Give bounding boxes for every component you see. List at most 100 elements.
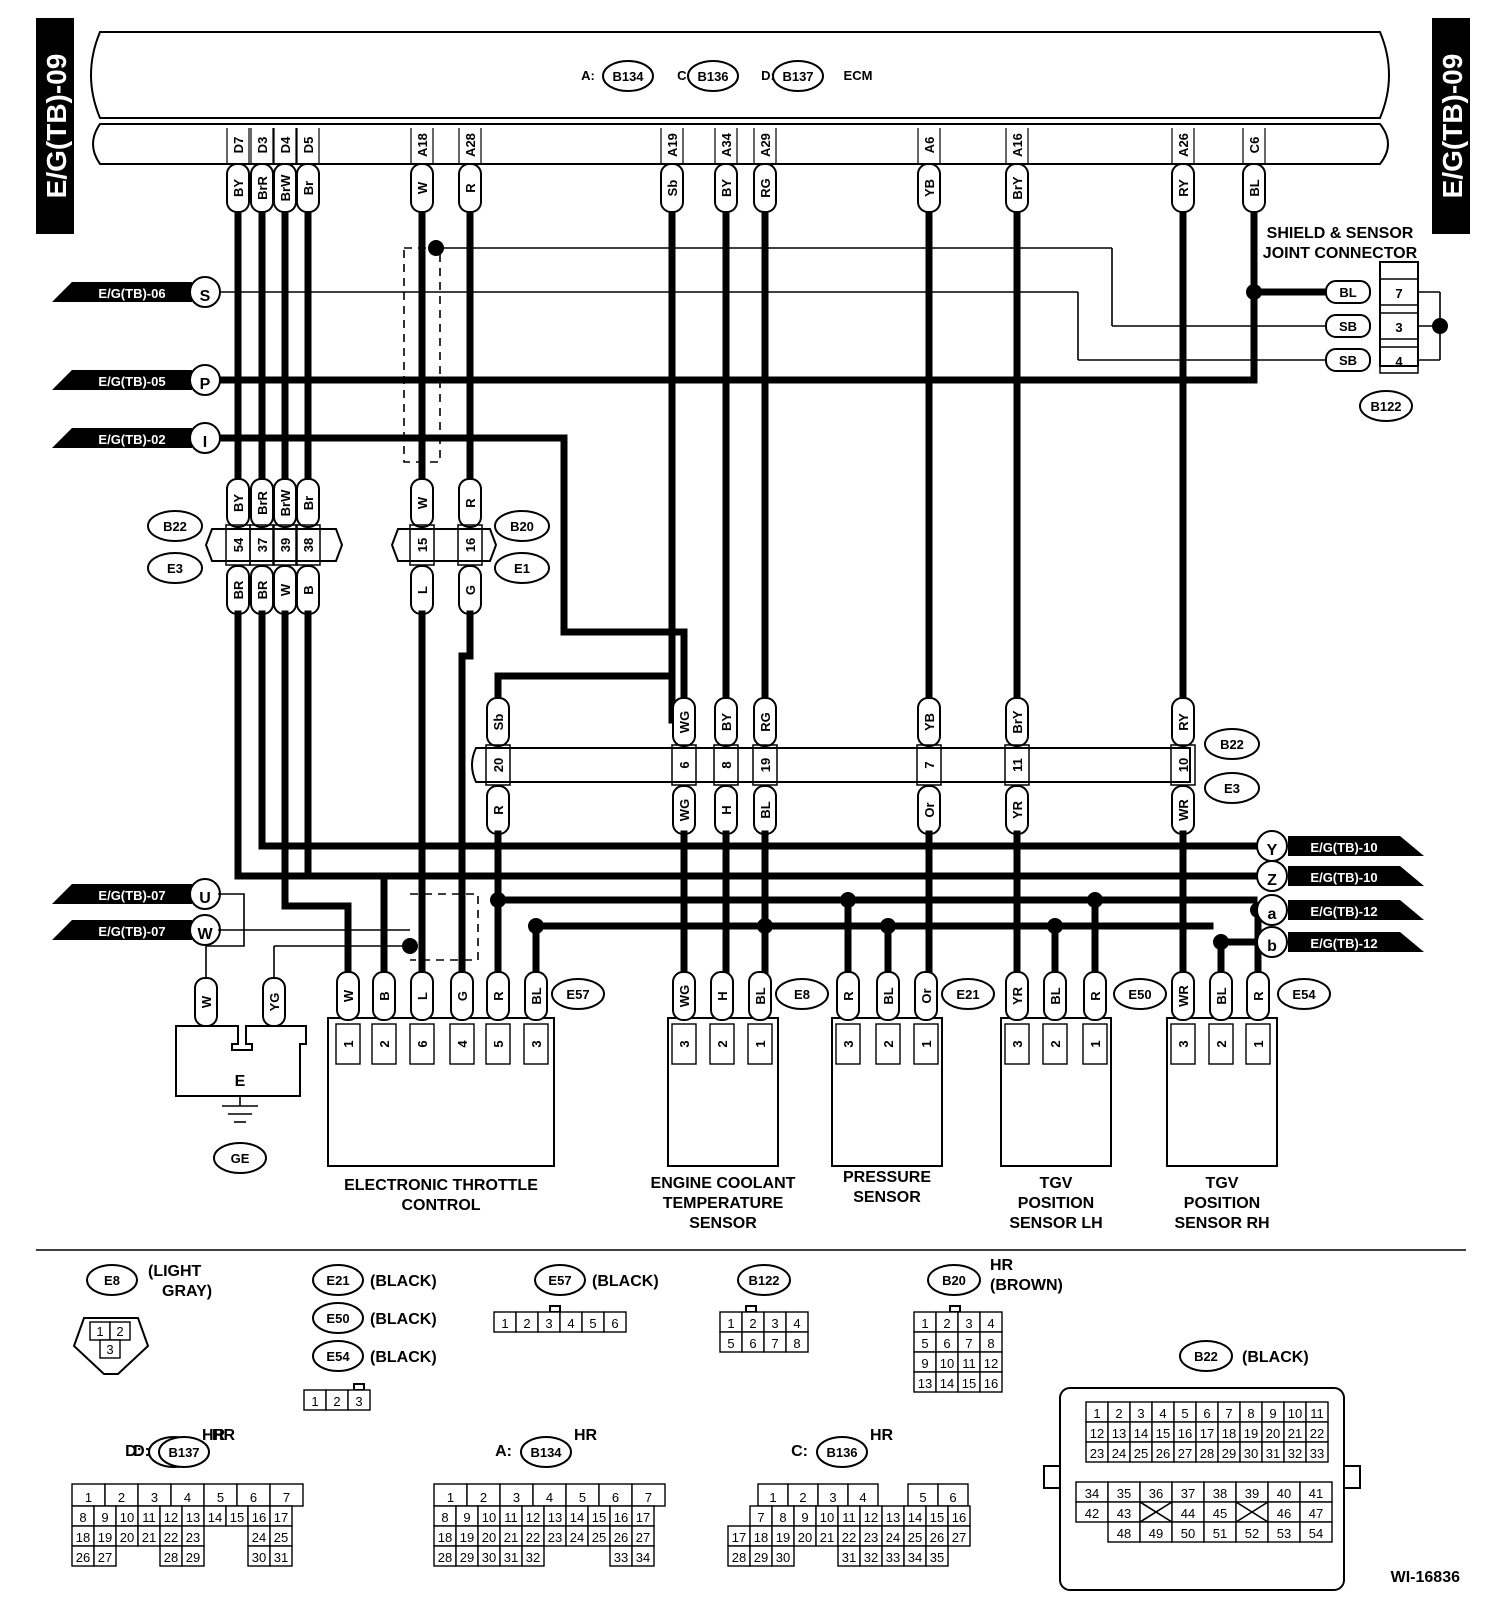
b20-pin-number: 1 <box>921 1316 928 1331</box>
b22-pin-number: 16 <box>1178 1426 1192 1441</box>
ref-symbol <box>1256 926 1288 958</box>
wire-color-tag <box>748 971 772 1021</box>
component-name: ENGINE COOLANT <box>651 1175 796 1192</box>
legend-prefix: D: <box>125 1443 142 1460</box>
b22-pin-number: 51 <box>1213 1526 1227 1541</box>
e54-pin <box>347 1389 371 1411</box>
wire-color-label: BL <box>1214 987 1229 1004</box>
b136-pin-number: 8 <box>779 1510 786 1525</box>
wire-color-label: R <box>491 991 506 1001</box>
b136-pin-number: 9 <box>801 1510 808 1525</box>
pin-cell <box>913 1023 939 1065</box>
wire-color-label: W <box>199 995 214 1008</box>
wire-color-tag <box>1209 971 1233 1021</box>
b137-pin <box>181 1545 205 1567</box>
b137-pin-number: 15 <box>230 1510 244 1525</box>
b136-pin-number: 21 <box>820 1530 834 1545</box>
component-name: PRESSURE <box>843 1169 931 1186</box>
pin-number: 6 <box>415 1040 430 1047</box>
b136-pin-number: 30 <box>776 1550 790 1565</box>
junction-dot <box>880 918 896 934</box>
joint-connector <box>471 747 1191 783</box>
b22-pin-number: 22 <box>1310 1426 1324 1441</box>
b20-pin-number: 16 <box>984 1376 998 1391</box>
shield-dashed-outline <box>410 893 479 961</box>
ref-symbol <box>1256 894 1288 926</box>
b134-pin-number: 3 <box>513 1490 520 1505</box>
b137-pin <box>269 1545 293 1567</box>
b22-pin-number: 2 <box>1115 1406 1122 1421</box>
b20-pin <box>979 1371 1003 1393</box>
wire-color-label: R <box>463 183 478 193</box>
wire-color-label: R <box>1088 991 1103 1001</box>
offpage-arrow-right <box>1288 932 1424 952</box>
legend-desc: (BLACK) <box>370 1349 437 1366</box>
component-name: CONTROL <box>401 1197 480 1214</box>
b20-pin-number: 13 <box>918 1376 932 1391</box>
b137-pin-number: 29 <box>186 1550 200 1565</box>
pin-number: 1 <box>919 1040 934 1047</box>
b134-pin-number: 19 <box>460 1530 474 1545</box>
wire-color-tag <box>296 163 320 213</box>
wire-color-label: G <box>455 991 470 1001</box>
wire <box>281 902 352 998</box>
wire-color-label: W <box>341 989 356 1002</box>
key <box>745 1305 757 1313</box>
b134-pin-number: 5 <box>579 1490 586 1505</box>
b122-pin-number: 7 <box>771 1336 778 1351</box>
pin-cell <box>523 1023 549 1065</box>
b134-pin-number: 15 <box>592 1510 606 1525</box>
offpage-arrow-right <box>1288 900 1424 920</box>
b136-pin-number: 34 <box>908 1550 922 1565</box>
shield-conn-label: B122 <box>1370 399 1401 414</box>
wire-color-label: YB <box>922 713 937 731</box>
b22-pin-number: 34 <box>1085 1486 1099 1501</box>
ref-symbol-letter: Y <box>1267 842 1278 859</box>
pin-number: 3 <box>529 1040 544 1047</box>
ground-name-label: GE <box>231 1151 250 1166</box>
wire-color-tag <box>914 971 938 1021</box>
ecm-conn-c-label: B136 <box>697 69 728 84</box>
wire-color-label: BL <box>1247 179 1262 196</box>
pin-number: 1 <box>341 1040 356 1047</box>
b20-pin-number: 4 <box>987 1316 994 1331</box>
e3-label-mid <box>1204 772 1260 804</box>
wire-color-tag <box>876 971 900 1021</box>
wire-color-label: BrR <box>255 490 270 514</box>
b22-pin-number: 27 <box>1178 1446 1192 1461</box>
legend-b22-label: B22 <box>1194 1349 1218 1364</box>
b22-pin <box>1305 1441 1329 1463</box>
offpage-ref-label: E/G(TB)-05 <box>98 374 165 389</box>
pin-cell <box>449 1023 475 1065</box>
wire-color-tag <box>1171 971 1195 1021</box>
ref-symbol-letter: a <box>1268 906 1277 923</box>
pin-number: 3 <box>1010 1040 1025 1047</box>
b22-pin-number: 41 <box>1309 1486 1323 1501</box>
ground-name <box>213 1142 267 1174</box>
b122-pin <box>785 1331 809 1353</box>
key <box>353 1383 365 1391</box>
shield-wire-color: SB <box>1339 319 1357 334</box>
b134-pin-number: 31 <box>504 1550 518 1565</box>
b136-pin-number: 16 <box>952 1510 966 1525</box>
junction-dot <box>428 240 444 256</box>
b22-pin-number: 36 <box>1149 1486 1163 1501</box>
wire-color-label: L <box>415 586 430 594</box>
e3-label-left <box>147 552 203 584</box>
b134-pin-number: 10 <box>482 1510 496 1525</box>
b137-pin-number: 30 <box>252 1550 266 1565</box>
component-conn-1-label: E8 <box>794 987 810 1002</box>
offpage-ref-label: E/G(TB)-07 <box>98 924 165 939</box>
b134-pin-number: 14 <box>570 1510 584 1525</box>
pin-cell <box>335 1023 361 1065</box>
e57-pin-number: 1 <box>501 1316 508 1331</box>
ref-symbol-letter: W <box>197 926 213 943</box>
ecm-conn-d-label: B137 <box>782 69 813 84</box>
offpage-ref-label: E/G(TB)-12 <box>1310 936 1377 951</box>
legend-e50 <box>312 1302 364 1334</box>
wire-color-label: R <box>841 991 856 1001</box>
b136-pin <box>771 1545 795 1567</box>
pin-number: 4 <box>455 1040 470 1048</box>
e8-pin <box>99 1339 121 1359</box>
wire-color-tag <box>458 478 482 528</box>
